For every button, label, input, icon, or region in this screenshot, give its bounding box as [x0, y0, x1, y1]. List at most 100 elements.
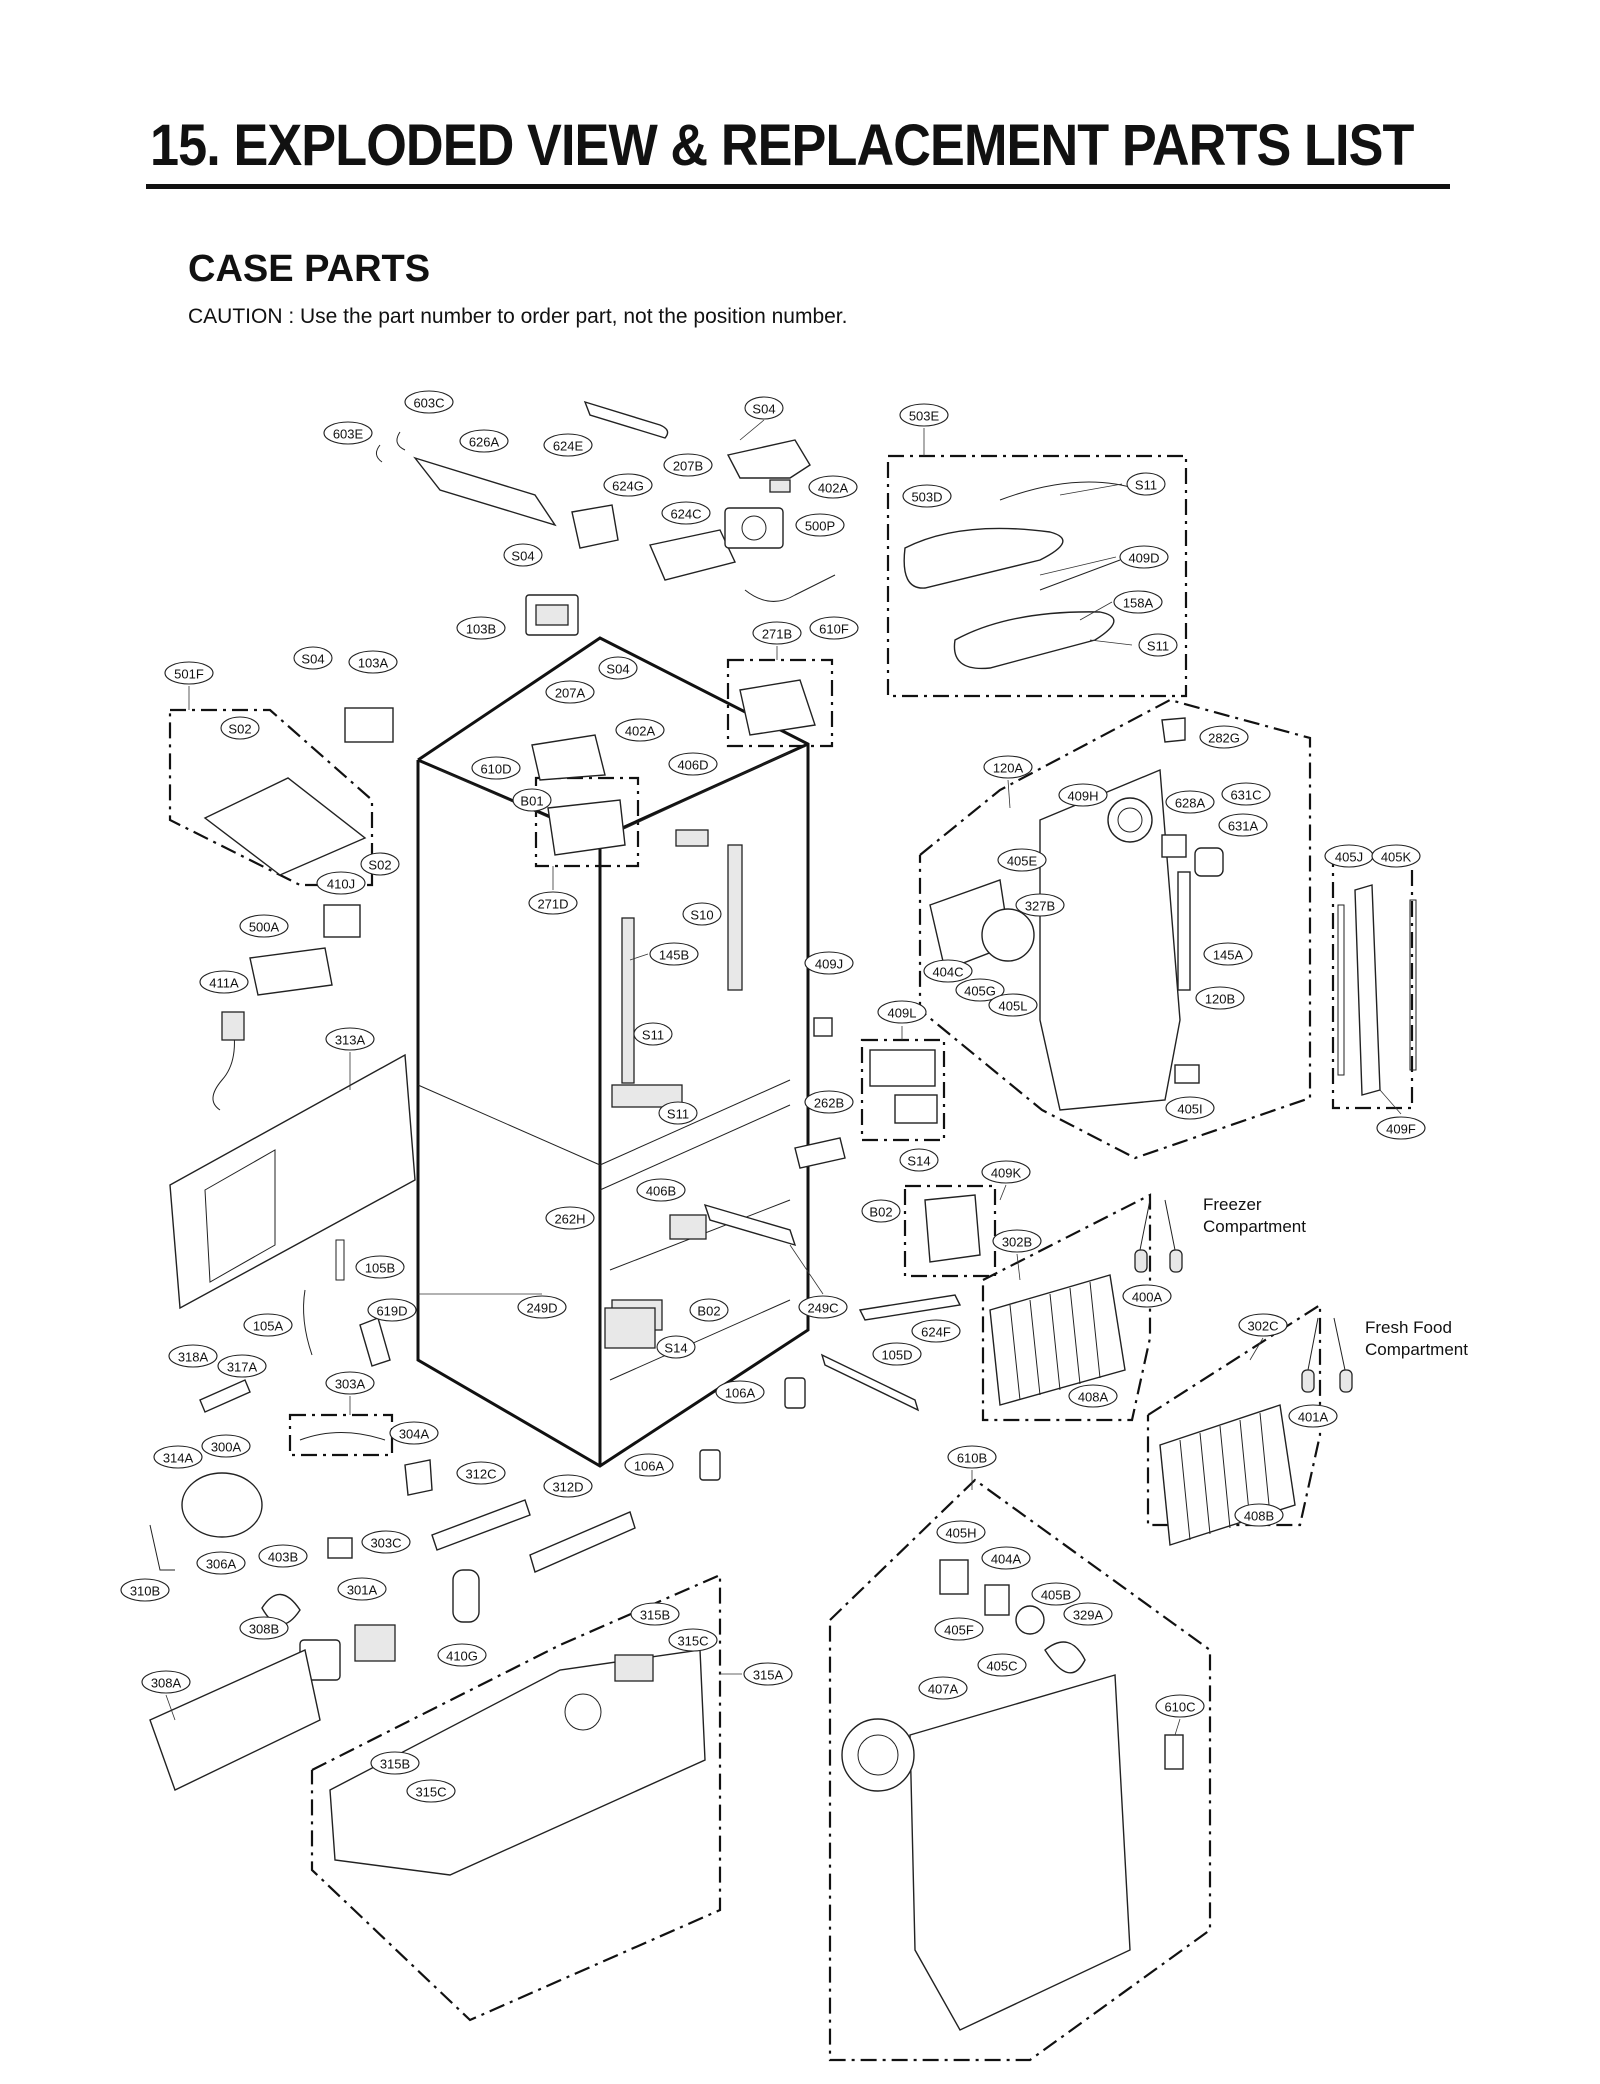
callout-bubble [543, 1474, 593, 1498]
callout-s11: S11 [1138, 633, 1178, 657]
callout-631c: 631C [1221, 782, 1271, 806]
callout-label: 407A [928, 1682, 959, 1697]
group-box-120a [918, 698, 1312, 1160]
callout-402a: 402A [615, 718, 665, 742]
callout-610d: 610D [471, 756, 521, 780]
callout-label: 315C [677, 1634, 708, 1649]
callout-label: 313A [335, 1033, 366, 1048]
callout-bubble [1371, 844, 1421, 868]
callout-label: 310B [130, 1584, 160, 1599]
part-624e [583, 400, 669, 439]
callout-bubble [1234, 1503, 1284, 1527]
callout-bubble [715, 1380, 765, 1404]
callout-bubble [1068, 1384, 1118, 1408]
callout-label: 105B [365, 1261, 395, 1276]
callout-315c: 315C [668, 1628, 718, 1652]
part-158a [953, 611, 1115, 670]
callout-bubble [503, 543, 543, 567]
callout-label: 624G [612, 479, 644, 494]
part-624c [649, 529, 736, 581]
callout-315b: 315B [630, 1602, 680, 1626]
callout-bubble [668, 1628, 718, 1652]
callout-106a: 106A [624, 1453, 674, 1477]
callout-bubble [1113, 590, 1163, 614]
callout-bubble [355, 1255, 405, 1279]
callout-bubble [404, 390, 454, 414]
callout-label: 405F [944, 1623, 974, 1638]
callout-label: 329A [1073, 1608, 1104, 1623]
part-315a [329, 1649, 706, 1876]
callout-bubble [902, 484, 952, 508]
callout-label: 315C [415, 1785, 446, 1800]
callout-label: 405K [1381, 850, 1412, 865]
part-327b [981, 908, 1035, 962]
callout-bubble [633, 1022, 673, 1046]
callout-label: 315B [380, 1757, 410, 1772]
callout-207a: 207A [545, 680, 595, 704]
callout-610c: 610C [1155, 1694, 1205, 1718]
part-404a [984, 1584, 1010, 1616]
callout-bubble [1165, 1096, 1215, 1120]
part-262b [794, 1137, 846, 1169]
callout-302b: 302B [992, 1229, 1042, 1253]
part-631a [1194, 847, 1224, 877]
part-406d [675, 829, 709, 847]
callout-503d: 503D [902, 484, 952, 508]
callout-300a: 300A [201, 1434, 251, 1458]
callout-label: 624F [921, 1325, 951, 1340]
callout-bubble [752, 621, 802, 645]
part-271d [547, 799, 626, 856]
callout-624c: 624C [661, 501, 711, 525]
callout-label: 610D [480, 762, 511, 777]
callout-s04: S04 [744, 396, 784, 420]
callout-409h: 409H [1058, 783, 1108, 807]
callout-405i: 405I [1165, 1096, 1215, 1120]
callout-302c: 302C [1238, 1313, 1288, 1337]
callout-624e: 624E [543, 433, 593, 457]
callout-label: S10 [690, 908, 713, 923]
group-box-503e [886, 454, 1188, 698]
callout-label: 304A [399, 1427, 430, 1442]
callout-s11: S11 [1126, 472, 1166, 496]
callout-label: 249C [807, 1301, 838, 1316]
callout-410j: 410J [316, 871, 366, 895]
part-410j [323, 904, 361, 938]
callout-301a: 301A [337, 1577, 387, 1601]
part-312c [431, 1499, 531, 1551]
callout-label: 631A [1228, 819, 1259, 834]
callout-628a: 628A [1165, 790, 1215, 814]
callout-label: 624C [670, 507, 701, 522]
callout-label: 631C [1230, 788, 1261, 803]
callout-bubble [918, 1676, 968, 1700]
part-410g [452, 1569, 480, 1623]
callout-bubble [1138, 633, 1178, 657]
callout-120b: 120B [1195, 986, 1245, 1010]
callout-label: 312D [552, 1480, 583, 1495]
callout-bubble [545, 1206, 595, 1230]
callout-bubble [1165, 790, 1215, 814]
callout-label: 105D [881, 1348, 912, 1363]
callout-631a: 631A [1218, 813, 1268, 837]
callout-label: B02 [869, 1205, 892, 1220]
callout-405e: 405E [997, 848, 1047, 872]
title-underline [146, 184, 1450, 189]
callout-103b: 103B [456, 616, 506, 640]
callout-bubble [367, 1298, 417, 1322]
callout-bubble [293, 646, 333, 670]
callout-bubble [316, 871, 366, 895]
part-411a [221, 1011, 245, 1041]
part-619d [359, 1317, 391, 1367]
callout-603c: 603C [404, 390, 454, 414]
callout-610f: 610F [809, 616, 859, 640]
callout-label: 302B [1002, 1235, 1032, 1250]
callout-label: 327B [1025, 899, 1055, 914]
part-313a [169, 1053, 416, 1310]
callout-label: 315A [753, 1668, 784, 1683]
callout-bubble [877, 1000, 927, 1024]
part-624f [858, 1294, 962, 1321]
part-409l [869, 1049, 936, 1087]
callout-label: 306A [206, 1557, 237, 1572]
callout-bubble [658, 1101, 698, 1125]
part-300a [181, 1472, 263, 1538]
callout-bubble [615, 718, 665, 742]
